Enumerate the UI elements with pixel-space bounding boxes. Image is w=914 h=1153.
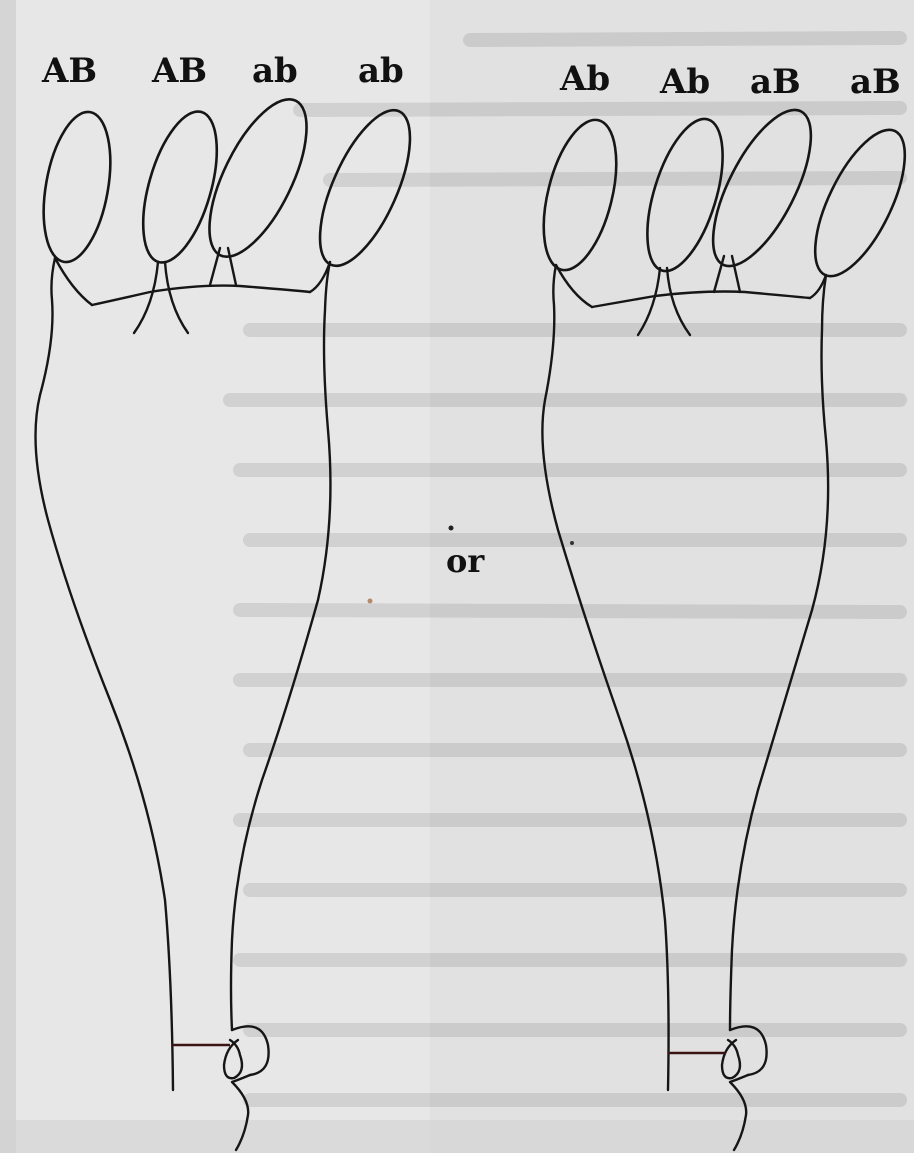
or-separator: or [446, 542, 485, 580]
left-spore-label-1: AB [41, 51, 97, 91]
right-spore-label-3: aB [750, 62, 801, 102]
paper-edge-bottom [0, 1120, 914, 1153]
left-spore-label-3: ab [252, 51, 298, 91]
left-spore-label-2: AB [151, 51, 207, 91]
right-spore-label-1: Ab [559, 59, 610, 99]
paper-edge-left [0, 0, 16, 1153]
right-spore-label-2: Ab [659, 62, 710, 102]
speck-2 [570, 541, 574, 545]
speck-3 [368, 599, 373, 604]
speck-1 [449, 526, 454, 531]
left-spore-label-4: ab [358, 51, 404, 91]
right-spore-label-4: aB [850, 62, 901, 102]
